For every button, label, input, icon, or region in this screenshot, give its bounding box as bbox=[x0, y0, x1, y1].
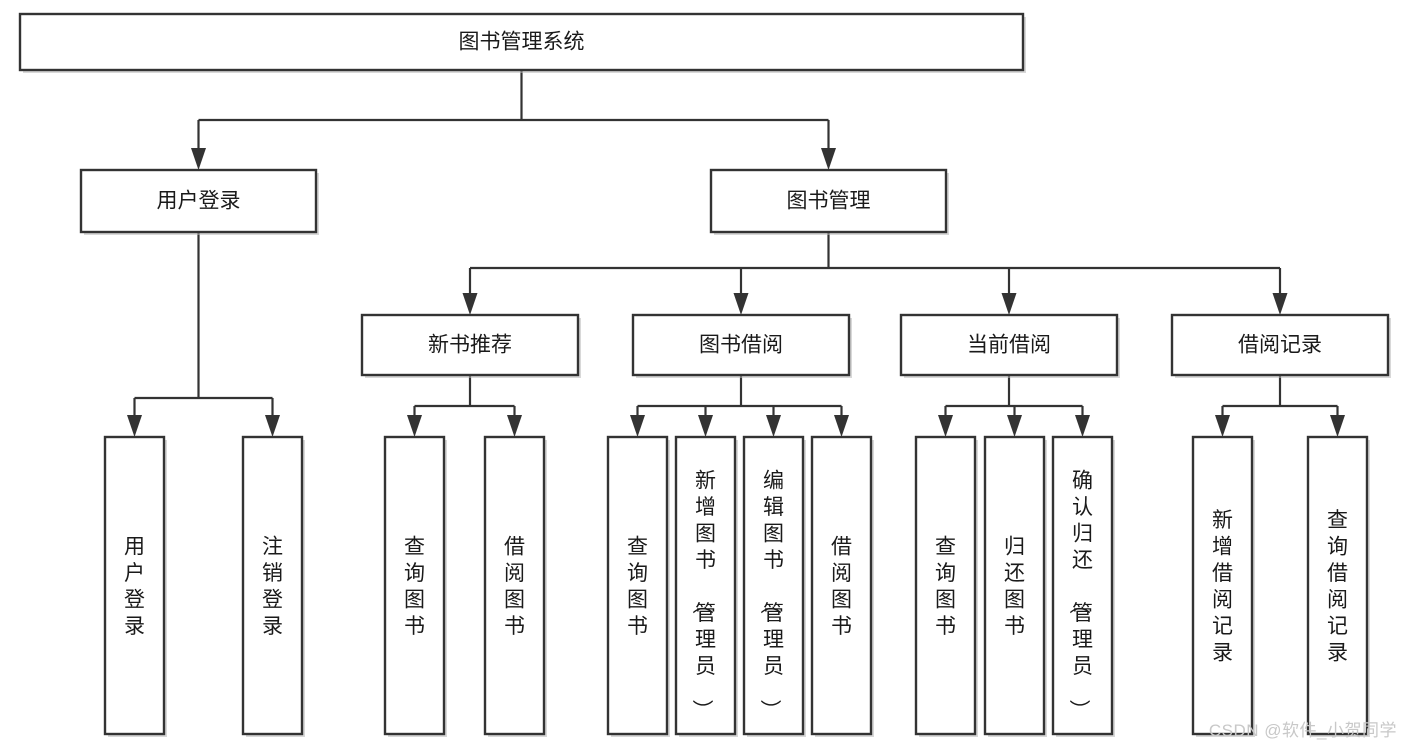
node-leaf-edit-book[interactable]: 编辑图书（管理员） bbox=[742, 435, 806, 737]
connector-layer bbox=[127, 70, 1345, 437]
node-leaf-user-login[interactable]: 用户登录 bbox=[103, 435, 167, 737]
connector-group bbox=[407, 375, 522, 437]
arrow-head-icon bbox=[462, 293, 478, 315]
node-leaf-confirm-return[interactable]: 确认归还（管理员） bbox=[1051, 435, 1115, 737]
node-label: 确认归还（管理员） bbox=[1067, 469, 1093, 720]
arrow-head-icon bbox=[1215, 415, 1230, 437]
node-rect[interactable] bbox=[983, 435, 1046, 736]
node-user-login[interactable]: 用户登录 bbox=[79, 168, 319, 235]
node-rect[interactable] bbox=[1051, 435, 1114, 736]
node-label: 新增借阅记录 bbox=[1212, 509, 1233, 665]
node-new-book-rec[interactable]: 新书推荐 bbox=[360, 313, 581, 378]
node-rect[interactable] bbox=[899, 313, 1119, 377]
node-book-borrow[interactable]: 图书借阅 bbox=[631, 313, 852, 378]
node-leaf-query-book-cur[interactable]: 查询图书 bbox=[914, 435, 978, 737]
node-label: 用户登录 bbox=[124, 536, 145, 639]
arrow-head-icon bbox=[733, 293, 749, 315]
node-label: 当前借阅 bbox=[967, 334, 1051, 357]
node-rect[interactable] bbox=[1306, 435, 1369, 736]
node-leaf-add-record[interactable]: 新增借阅记录 bbox=[1191, 435, 1255, 737]
node-label: 注销登录 bbox=[262, 536, 283, 639]
arrow-head-icon bbox=[1001, 293, 1017, 315]
arrow-head-icon bbox=[265, 415, 280, 437]
arrow-head-icon bbox=[191, 148, 206, 170]
connector-group bbox=[630, 375, 849, 437]
node-rect[interactable] bbox=[18, 12, 1025, 72]
arrow-head-icon bbox=[821, 148, 836, 170]
node-book-manage[interactable]: 图书管理 bbox=[709, 168, 949, 235]
node-rect[interactable] bbox=[383, 435, 446, 736]
connector-group bbox=[191, 70, 836, 170]
arrow-head-icon bbox=[1007, 415, 1022, 437]
node-rect[interactable] bbox=[241, 435, 304, 736]
node-rect[interactable] bbox=[483, 435, 546, 736]
node-rect[interactable] bbox=[103, 435, 166, 736]
node-rect[interactable] bbox=[810, 435, 873, 736]
connector-group bbox=[127, 232, 280, 437]
node-label: 图书管理系统 bbox=[459, 31, 585, 54]
node-leaf-query-book-borrow[interactable]: 查询图书 bbox=[606, 435, 670, 737]
arrow-head-icon bbox=[834, 415, 849, 437]
node-label: 借阅图书 bbox=[504, 536, 525, 639]
connector-group bbox=[462, 232, 1288, 315]
node-label: 查询图书 bbox=[627, 536, 648, 639]
node-label: 借阅图书 bbox=[831, 536, 852, 639]
node-rect[interactable] bbox=[631, 313, 851, 377]
connector-group bbox=[1215, 375, 1345, 437]
node-label: 用户登录 bbox=[157, 190, 241, 213]
node-label: 归还图书 bbox=[1004, 536, 1025, 639]
node-layer: 图书管理系统用户登录图书管理新书推荐图书借阅当前借阅借阅记录用户登录注销登录查询… bbox=[18, 12, 1391, 737]
arrow-head-icon bbox=[1272, 293, 1288, 315]
node-label: 借阅记录 bbox=[1238, 334, 1322, 357]
node-label: 查询图书 bbox=[404, 536, 425, 639]
arrow-head-icon bbox=[1330, 415, 1345, 437]
node-rect[interactable] bbox=[914, 435, 977, 736]
arrow-head-icon bbox=[938, 415, 953, 437]
node-rect[interactable] bbox=[674, 435, 737, 736]
node-leaf-borrow-book-rec[interactable]: 借阅图书 bbox=[483, 435, 547, 737]
node-label: 图书借阅 bbox=[699, 334, 783, 357]
node-rect[interactable] bbox=[1170, 313, 1390, 377]
arrow-head-icon bbox=[766, 415, 781, 437]
node-borrow-record[interactable]: 借阅记录 bbox=[1170, 313, 1391, 378]
node-rect[interactable] bbox=[1191, 435, 1254, 736]
node-label: 新书推荐 bbox=[428, 334, 512, 357]
node-leaf-borrow-book[interactable]: 借阅图书 bbox=[810, 435, 874, 737]
node-leaf-query-book-rec[interactable]: 查询图书 bbox=[383, 435, 447, 737]
node-label: 编辑图书（管理员） bbox=[758, 469, 784, 720]
connector-group bbox=[938, 375, 1090, 437]
arrow-head-icon bbox=[127, 415, 142, 437]
node-rect[interactable] bbox=[79, 168, 318, 234]
node-leaf-logout[interactable]: 注销登录 bbox=[241, 435, 305, 737]
node-rect[interactable] bbox=[360, 313, 580, 377]
node-label: 查询图书 bbox=[935, 536, 956, 639]
node-rect[interactable] bbox=[606, 435, 669, 736]
node-leaf-return-book[interactable]: 归还图书 bbox=[983, 435, 1047, 737]
node-rect[interactable] bbox=[709, 168, 948, 234]
node-leaf-add-book[interactable]: 新增图书（管理员） bbox=[674, 435, 738, 737]
node-leaf-query-record[interactable]: 查询借阅记录 bbox=[1306, 435, 1370, 737]
arrow-head-icon bbox=[698, 415, 713, 437]
arrow-head-icon bbox=[407, 415, 422, 437]
node-label: 图书管理 bbox=[787, 190, 871, 213]
arrow-head-icon bbox=[1075, 415, 1090, 437]
node-current-borrow[interactable]: 当前借阅 bbox=[899, 313, 1120, 378]
node-label: 查询借阅记录 bbox=[1327, 509, 1348, 665]
node-label: 新增图书（管理员） bbox=[690, 469, 716, 720]
arrow-head-icon bbox=[507, 415, 522, 437]
node-root[interactable]: 图书管理系统 bbox=[18, 12, 1026, 73]
arrow-head-icon bbox=[630, 415, 645, 437]
node-rect[interactable] bbox=[742, 435, 805, 736]
